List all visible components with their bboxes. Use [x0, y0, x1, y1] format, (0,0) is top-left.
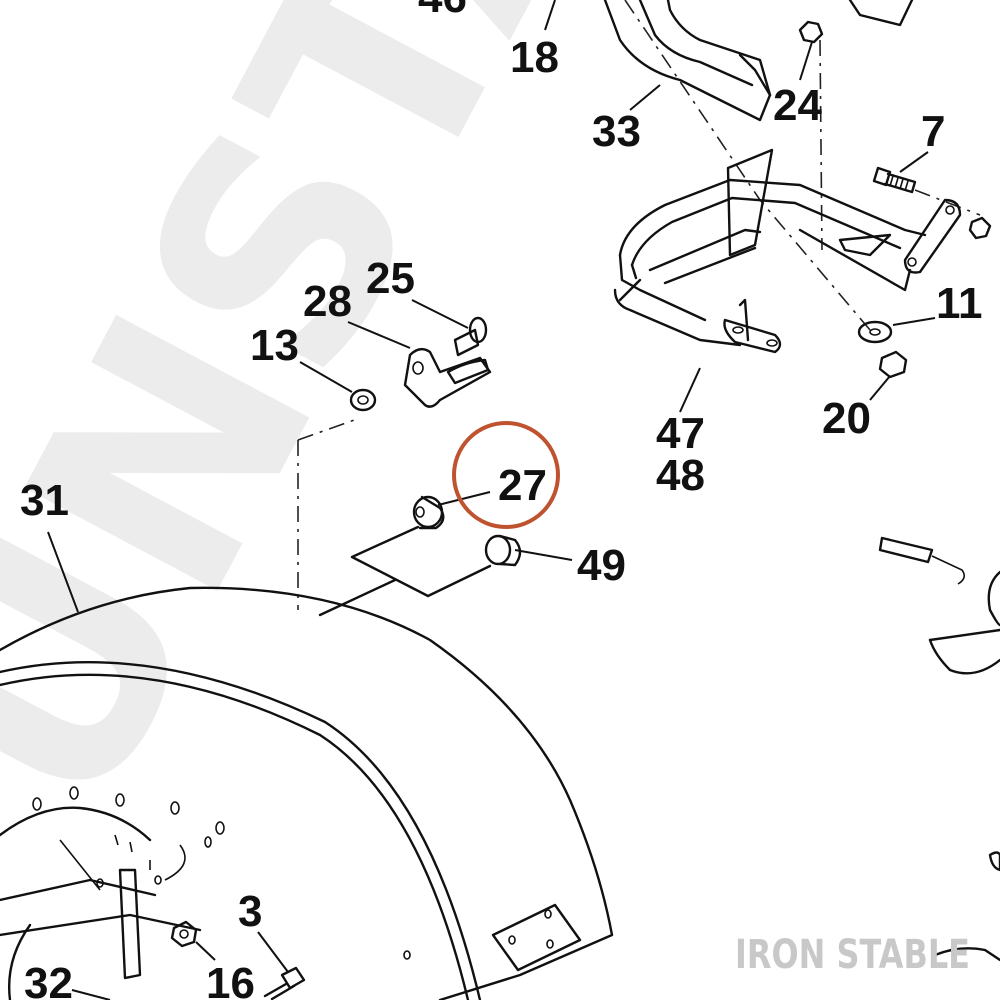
callout-7: 7 — [921, 107, 945, 156]
callout-32: 32 — [24, 959, 73, 1000]
callout-25: 25 — [366, 254, 415, 303]
callout-49: 49 — [577, 541, 626, 590]
callout-28: 28 — [303, 277, 352, 326]
brand-watermark: IRON STABLE — [735, 932, 970, 978]
rear-fender-part-31 — [0, 586, 614, 1002]
callout-47: 47 — [656, 409, 705, 458]
callout-18: 18 — [510, 33, 559, 82]
callout-48: 48 — [656, 451, 705, 500]
highlight-circle — [452, 421, 560, 529]
rail-assembly-part-47-48 — [613, 148, 962, 354]
callout-20: 20 — [822, 394, 871, 443]
upper-rail-part-33 — [603, 0, 914, 122]
callout-24: 24 — [773, 81, 822, 130]
callout-27: 27 — [498, 461, 547, 510]
callout-13: 13 — [250, 321, 299, 370]
callout-46: 46 — [418, 0, 467, 22]
hardware — [170, 20, 992, 1001]
callout-labels: 46 18 33 24 7 11 20 47 48 25 28 13 27 49… — [20, 0, 983, 1005]
callout-33: 33 — [592, 107, 641, 156]
mounting-plate — [318, 525, 492, 617]
leader-lines — [47, 0, 936, 1001]
callout-3: 3 — [238, 887, 262, 936]
callout-11: 11 — [936, 279, 983, 328]
callout-31: 31 — [20, 476, 69, 525]
right-edge-parts — [878, 536, 1000, 962]
callout-16: 16 — [206, 959, 255, 1000]
